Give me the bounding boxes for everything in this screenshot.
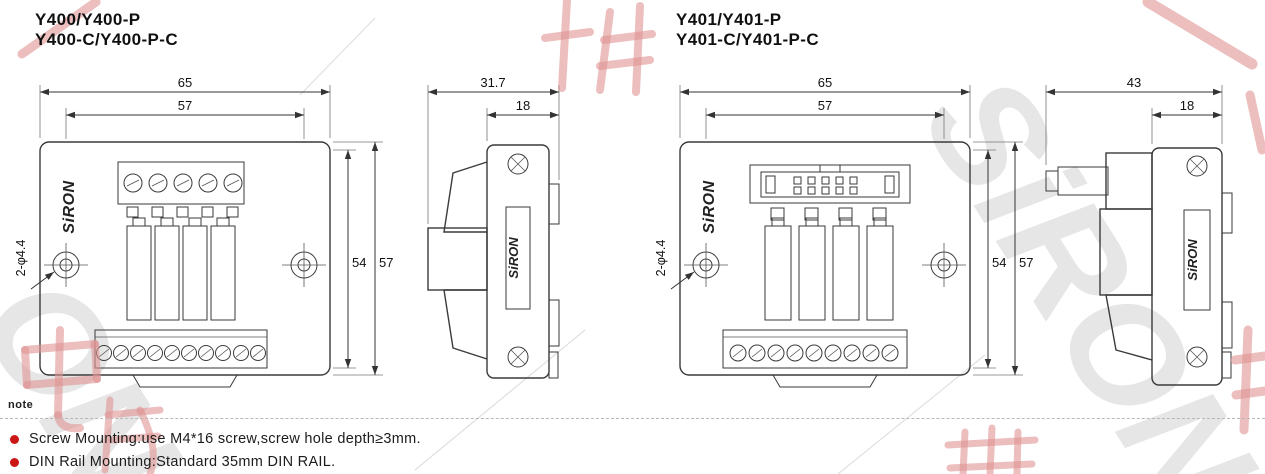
y400-front-view: SiRON xyxy=(14,75,393,388)
y401-title-line1: Y401/Y401-P xyxy=(676,10,782,29)
y400-title-line1: Y400/Y400-P xyxy=(35,10,141,29)
watermark-cn-lan-icon xyxy=(944,424,1039,474)
y401-brand-logo: SiRON xyxy=(701,180,718,233)
y401-side-bottom-hook xyxy=(1105,294,1153,361)
y401-din-clip-bottom xyxy=(1221,301,1233,349)
y400-dim-inner-height: 54 xyxy=(352,255,366,270)
y400-side-brand-logo: SiRON xyxy=(506,237,521,279)
y400-side-view: SiRON 31.7 18 xyxy=(427,75,560,379)
y400-top-terminal-block xyxy=(117,161,245,218)
y400-side-bottom-hook xyxy=(443,289,488,360)
watermark-red-slash xyxy=(1142,0,1258,70)
note-item-din-rail-mounting: DIN Rail Mounting:Standard 35mm DIN RAIL… xyxy=(10,454,335,470)
y400-din-clip-bottom xyxy=(548,299,560,347)
watermark-cn-edge-icon xyxy=(1230,325,1265,435)
y401-title-line2: Y401-C/Y401-P-C xyxy=(676,30,820,49)
watermark-red-slash xyxy=(17,0,101,59)
y401-dim-depth: 43 xyxy=(1127,75,1141,90)
watermark-diagonal-line xyxy=(299,17,376,96)
y401-relays xyxy=(764,217,894,321)
watermark-layer-red xyxy=(17,0,1265,474)
y400-din-tab xyxy=(548,351,559,379)
y401-side-view: SiRON 43 18 xyxy=(1045,75,1233,386)
watermark-cn-dianqi-icon xyxy=(21,326,164,474)
y401-dim-outer-height: 57 xyxy=(1019,255,1033,270)
y401-mounting-hole-right xyxy=(922,243,966,287)
y401-dimensions: 65 57 54 57 2-φ4.4 xyxy=(654,75,1033,376)
y400-dimensions: 65 57 54 57 2-φ4.4 xyxy=(14,75,393,376)
y400-side-screw-top xyxy=(507,153,529,175)
y400-side-relay-block xyxy=(427,227,488,291)
y401-hole-callout: 2-φ4.4 xyxy=(654,240,668,277)
y401-dim-inner-height: 54 xyxy=(992,255,1006,270)
y400-dim-rail-depth: 18 xyxy=(516,98,530,113)
y401-side-plug-tip xyxy=(1045,170,1059,192)
y400-din-clip-top xyxy=(548,183,560,225)
y400-relays xyxy=(126,217,236,321)
y401-bottom-terminal-block xyxy=(722,329,908,369)
y400-side-screw-bottom xyxy=(507,346,529,368)
y401-side-screw-top xyxy=(1186,155,1208,177)
y400-side-label-plate xyxy=(505,206,531,310)
y401-din-clip-top xyxy=(1221,192,1233,234)
y401-base-foot xyxy=(772,374,878,388)
note-item-screw-mounting: Screw Mounting:use M4*16 screw,screw hol… xyxy=(10,431,421,447)
y401-side-brand-logo: SiRON xyxy=(1185,239,1200,281)
watermark-red-slash xyxy=(1245,90,1265,155)
y401-side-label-plate xyxy=(1183,209,1211,311)
note-divider xyxy=(0,418,1265,419)
watermark-diagonal-line xyxy=(414,329,586,471)
y401-indicator-row xyxy=(770,207,887,221)
y400-title-line2: Y400-C/Y400-P-C xyxy=(35,30,179,49)
y401-dim-hole-span: 57 xyxy=(818,98,832,113)
y400-hole-callout: 2-φ4.4 xyxy=(14,240,28,277)
note-item-text: DIN Rail Mounting:Standard 35mm DIN RAIL… xyxy=(29,454,336,470)
y401-din-tab xyxy=(1221,351,1232,379)
y401-product-title: Y401/Y401-P Y401-C/Y401-P-C xyxy=(676,10,819,50)
y400-product-title: Y400/Y400-P Y400-C/Y400-P-C xyxy=(35,10,178,50)
y400-dim-hole-span: 57 xyxy=(178,98,192,113)
y401-dim-rail-depth: 18 xyxy=(1180,98,1194,113)
y401-idc-connector xyxy=(749,164,911,204)
y400-side-top-hook xyxy=(443,161,488,233)
y400-dim-outer-height: 57 xyxy=(379,255,393,270)
y401-side-dimensions: 43 18 xyxy=(1045,75,1223,165)
bullet-icon xyxy=(10,457,19,467)
y400-dim-outer-width: 65 xyxy=(178,75,192,90)
bullet-icon xyxy=(10,434,19,444)
y401-mounting-hole-left xyxy=(684,243,728,287)
y400-dim-depth: 31.7 xyxy=(480,75,505,90)
y400-side-dimensions: 31.7 18 xyxy=(427,75,560,224)
y400-brand-logo: SiRON xyxy=(61,180,78,233)
note-label: note xyxy=(8,399,34,411)
note-item-text: Screw Mounting:use M4*16 screw,screw hol… xyxy=(29,431,421,447)
y401-front-view: SiRON xyxy=(654,75,1033,388)
y401-dim-outer-width: 65 xyxy=(818,75,832,90)
y401-side-screw-bottom xyxy=(1186,346,1208,368)
y400-mounting-hole-left xyxy=(44,243,88,287)
y400-mounting-hole-right xyxy=(282,243,326,287)
y400-base-foot xyxy=(132,374,238,388)
watermark-cn-sheng-icon xyxy=(541,0,656,96)
